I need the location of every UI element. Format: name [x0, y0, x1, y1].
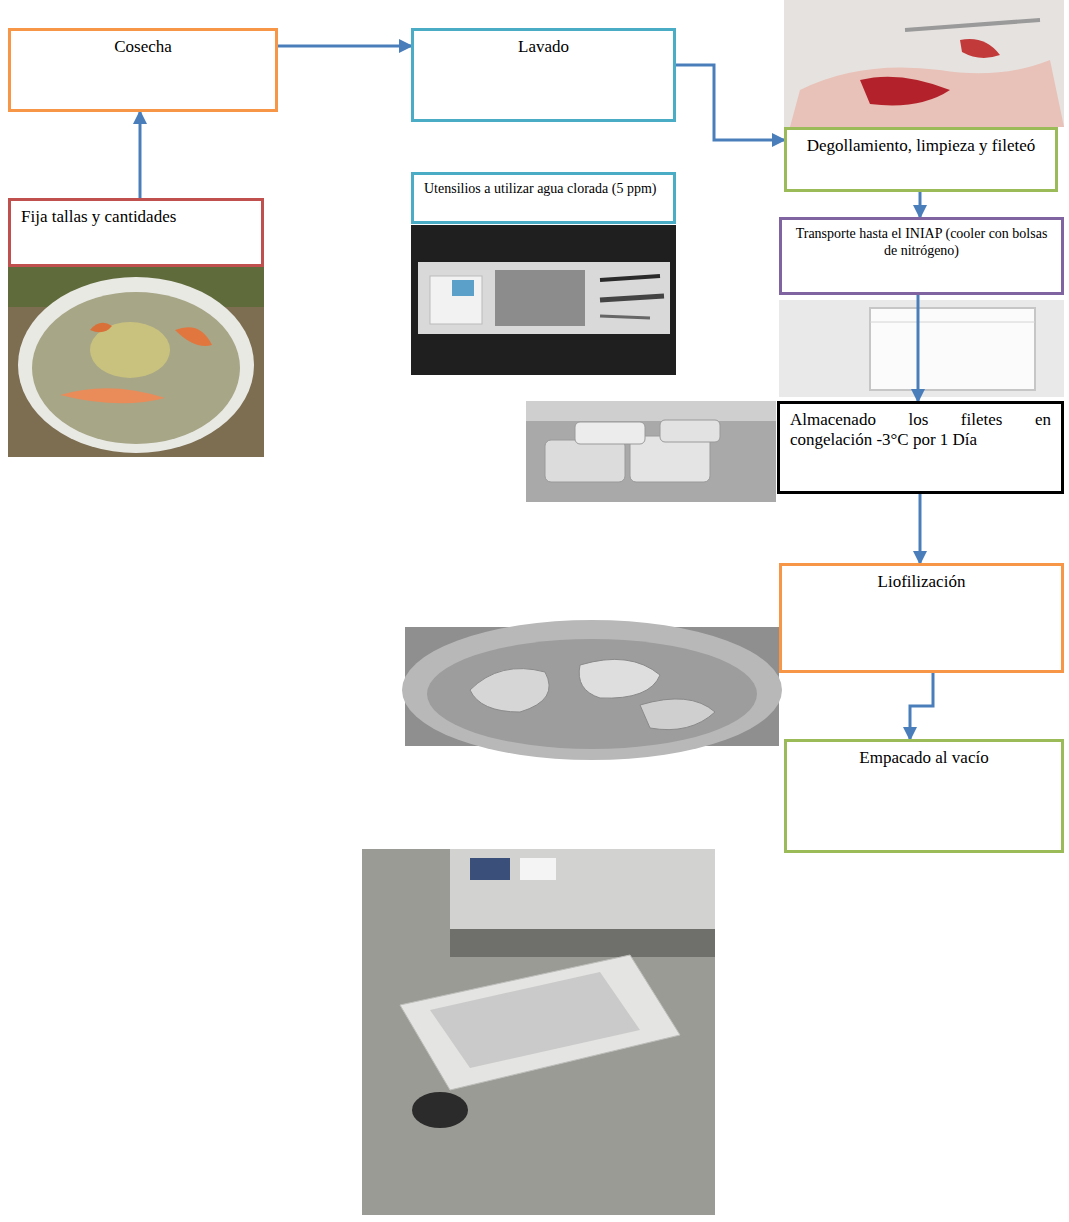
process-box: Cosecha: [8, 28, 278, 112]
box-text: Empacado al vacío: [797, 748, 1051, 768]
glove: [452, 280, 474, 296]
flow-arrow: [278, 45, 411, 48]
flow-arrow: [676, 65, 784, 140]
flow-arrow: [919, 494, 922, 563]
process-box: Degollamiento, limpieza y fileteó: [784, 127, 1058, 192]
hand: [790, 60, 1064, 127]
cloth: [495, 270, 585, 326]
vacuum-bag: [400, 955, 680, 1090]
process-box: Utensilios a utilizar agua clorada (5 pp…: [411, 172, 676, 224]
foil-content: [430, 972, 640, 1068]
box-text: Liofilización: [792, 572, 1051, 592]
water-reflection: [90, 322, 170, 378]
knife: [600, 316, 650, 318]
box-text: Fija tallas y cantidades: [21, 207, 251, 227]
cooler: [870, 308, 1035, 390]
knife: [600, 296, 664, 300]
box-text: Lavado: [424, 37, 663, 57]
process-box: Liofilización: [779, 563, 1064, 673]
photo-ground: [779, 300, 1064, 397]
flow-arrow: [917, 295, 920, 401]
chamber-rim: [402, 620, 782, 760]
sealer-label: [470, 858, 510, 880]
photo-ground: [362, 849, 715, 1215]
filleting-photo: [784, 0, 1064, 127]
chamber: [427, 639, 757, 749]
foil-package: [640, 699, 715, 730]
knife: [905, 20, 1040, 30]
blood: [860, 77, 950, 106]
sealer-label: [520, 858, 556, 880]
process-box: Lavado: [411, 28, 676, 122]
process-box: Transporte hasta el INIAP (cooler con bo…: [779, 217, 1064, 295]
sealer-photo: [362, 849, 715, 1215]
cooler-photo: [779, 300, 1064, 397]
photo-ground: [526, 401, 776, 502]
bucket-rim: [18, 277, 254, 453]
photo-ground: [8, 267, 264, 457]
box-text: Transporte hasta el INIAP (cooler con bo…: [792, 226, 1051, 260]
process-box: Empacado al vacío: [784, 739, 1064, 853]
utensils-photo: [411, 225, 676, 375]
fish: [90, 323, 112, 332]
box-text: Cosecha: [21, 37, 265, 57]
flow-arrow: [910, 673, 933, 739]
foil-package: [579, 659, 660, 698]
freezer-wall: [526, 401, 776, 421]
box-text: Utensilios a utilizar agua clorada (5 pp…: [424, 181, 663, 198]
flow-arrow: [919, 192, 922, 217]
fish: [60, 388, 165, 403]
lyophilizer-photo: [402, 620, 782, 760]
photo-ground: [784, 0, 1064, 127]
blood: [960, 39, 1000, 58]
fish: [175, 327, 212, 346]
foil-package: [575, 422, 645, 444]
foil-package: [470, 669, 549, 712]
sealer-machine: [450, 849, 715, 929]
bucket-water: [32, 292, 240, 444]
plastic-bag: [430, 276, 482, 324]
box-text: Degollamiento, limpieza y fileteó: [797, 136, 1045, 156]
box-text: Almacenado los filetes en congelación -3…: [790, 410, 1051, 451]
bucket-photo: [8, 267, 264, 457]
table: [418, 262, 670, 334]
foil-package: [660, 420, 720, 442]
process-box: Fija tallas y cantidades: [8, 198, 264, 267]
process-box: Almacenado los filetes en congelación -3…: [777, 401, 1064, 494]
freezer-photo: [526, 401, 776, 502]
photo-ground: [411, 225, 676, 375]
foil-package: [545, 440, 625, 482]
sealer-bar: [450, 929, 715, 957]
flow-arrow: [139, 112, 142, 198]
cooler-lid: [870, 322, 1035, 323]
knob: [412, 1092, 468, 1128]
knife: [600, 276, 660, 280]
